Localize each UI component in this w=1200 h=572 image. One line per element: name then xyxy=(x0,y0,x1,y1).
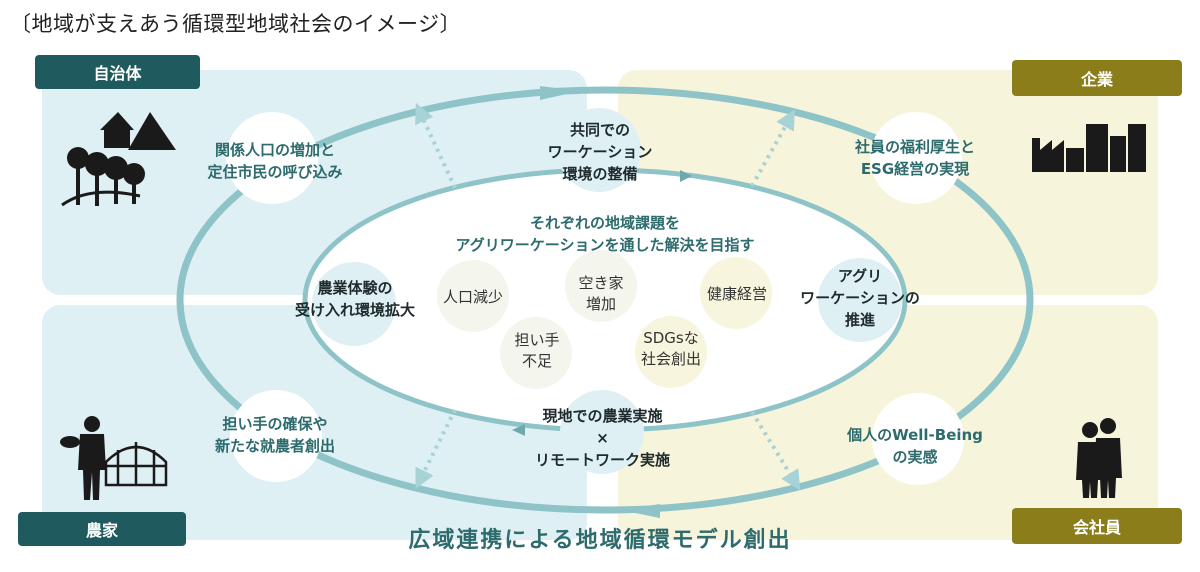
office-workers-icon xyxy=(1076,418,1122,498)
tag-local-gov: 自治体 xyxy=(35,55,200,89)
outer-arrow-top xyxy=(540,86,580,100)
dotted-connector-br xyxy=(750,410,801,491)
bubble-bottom-left xyxy=(230,390,322,482)
inner-arrow-bottom xyxy=(512,424,525,436)
tag-employee: 会社員 xyxy=(1012,508,1182,544)
issue-health-management: 健康経営 xyxy=(706,285,767,303)
issue-vacant-houses: 空き家増加 xyxy=(578,274,624,313)
center-heading: それぞれの地域課題をアグリワーケーションを通した解決を目指す xyxy=(455,214,755,254)
inner-arrow-top xyxy=(680,170,692,182)
ring-item-onsite-remote: 現地での農業実施×リモートワーク実施 xyxy=(534,407,670,469)
farmer-icon xyxy=(60,416,106,500)
ring-item-agri-workation: アグリワーケーションの推進 xyxy=(800,267,920,329)
dotted-connector-tl xyxy=(415,102,457,189)
dotted-connector-bl xyxy=(415,409,457,489)
issue-bubble-sdgs xyxy=(635,316,707,388)
outer-item-population: 関係人口の増加と定住市民の呼び込み xyxy=(207,141,343,181)
tag-farmer: 農家 xyxy=(18,512,186,546)
issue-bubble-vacant xyxy=(565,250,637,322)
bubble-top-left xyxy=(226,112,318,204)
bubble-bottom-right xyxy=(872,393,964,485)
issue-bubble-labor xyxy=(500,317,572,389)
bottom-title: 広域連携による地域循環モデル創出 xyxy=(408,528,792,553)
page-title: 〔地域が支えあう循環型地域社会のイメージ〕 xyxy=(10,12,462,36)
issue-sdgs-society: SDGsな社会創出 xyxy=(640,329,701,368)
ring-bubble-right xyxy=(818,258,902,342)
greenhouse-icon xyxy=(104,442,168,487)
ring-item-farm-experience: 農業体験の受け入れ環境拡大 xyxy=(294,279,415,319)
outer-item-new-farmers: 担い手の確保や新たな就農者創出 xyxy=(214,415,335,455)
tag-company: 企業 xyxy=(1012,60,1182,96)
factory-icon xyxy=(1032,124,1146,172)
issue-bubble-health xyxy=(700,257,772,329)
issue-bubble-population xyxy=(437,260,509,332)
ring-item-shared-workation: 共同でのワーケーション環境の整備 xyxy=(547,121,653,183)
bubble-top-right xyxy=(870,112,962,204)
ring-bubble-top xyxy=(557,108,641,192)
village-icon xyxy=(61,112,176,207)
ring-bubble-bottom xyxy=(560,390,644,474)
ring-bubble-left xyxy=(312,262,396,346)
outer-cycle-ring xyxy=(176,86,1034,514)
issue-labor-shortage: 担い手不足 xyxy=(514,331,560,370)
dotted-connector-tr xyxy=(750,109,795,187)
issue-population-decline: 人口減少 xyxy=(442,288,503,306)
outer-arrow-bottom xyxy=(620,504,660,518)
